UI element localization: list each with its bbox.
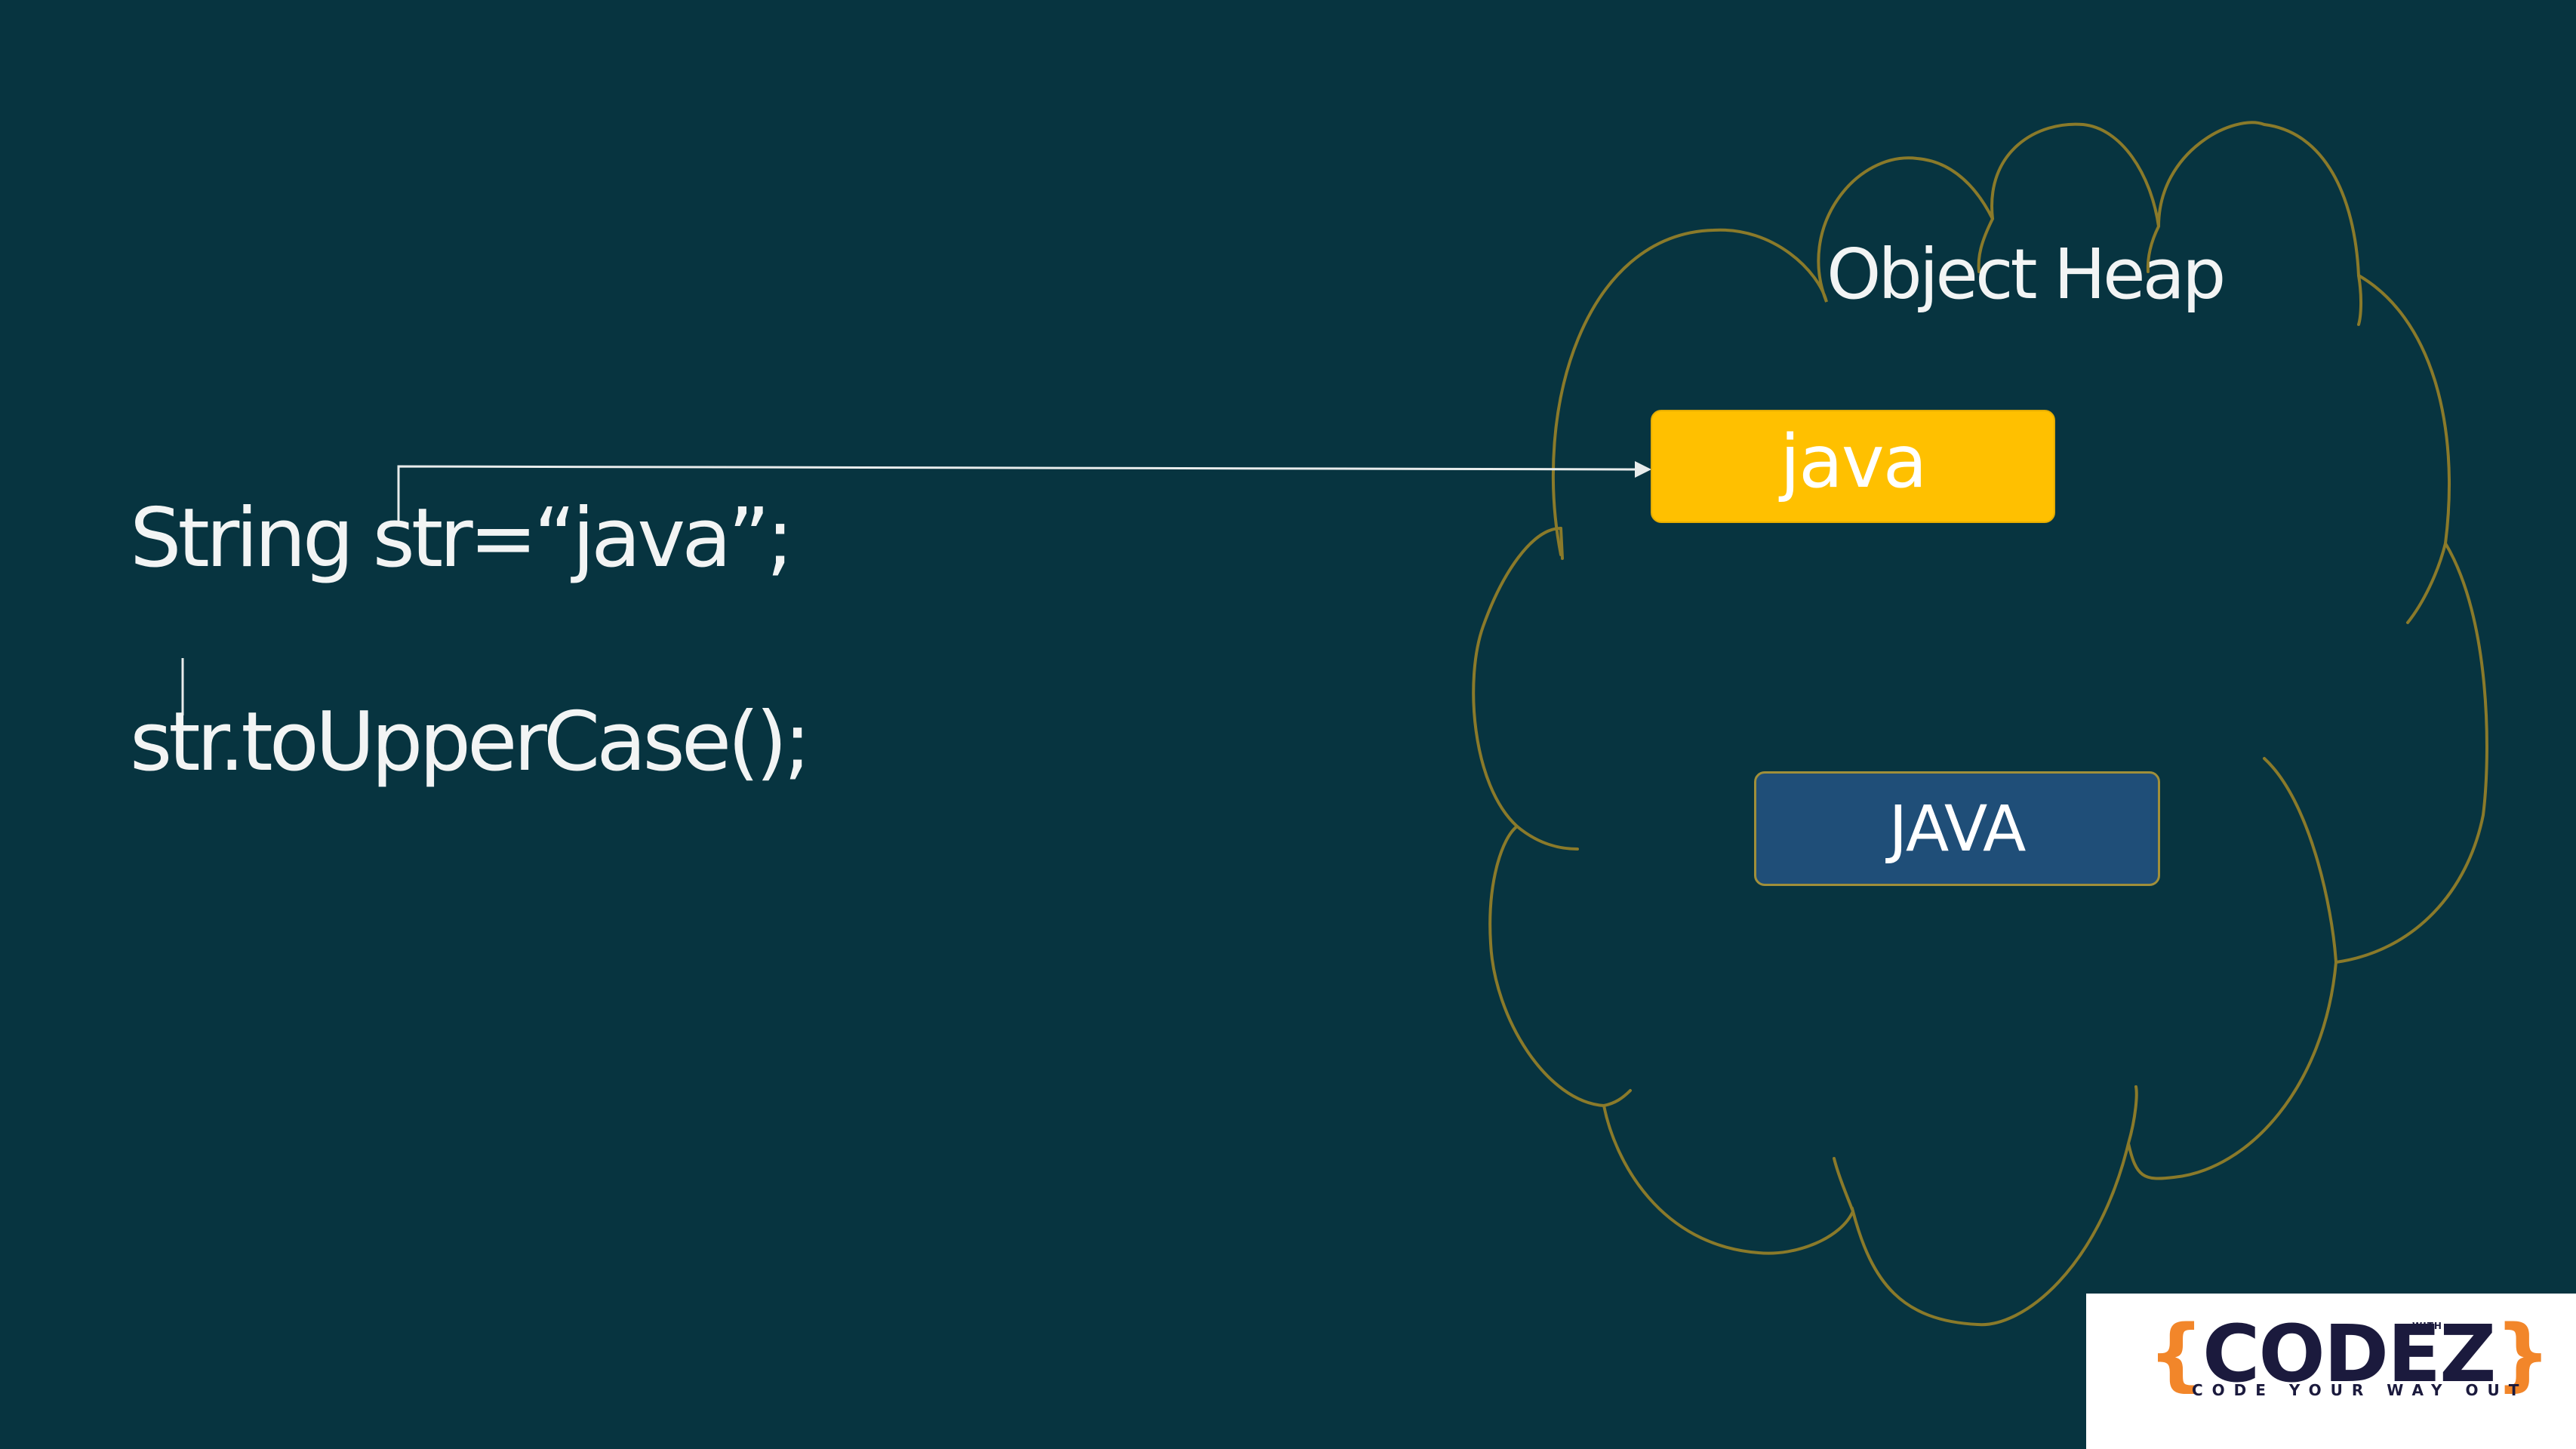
logo-open-brace: { <box>2148 1308 2204 1400</box>
heap-object-uppercase: JAVA <box>1754 771 2160 886</box>
heap-object-label: java <box>1780 420 1927 504</box>
logo-wordmark: {CODEZ} <box>2148 1315 2551 1393</box>
brand-logo: {CODEZ} WITH CODE YOUR WAY OUT <box>2086 1294 2576 1449</box>
logo-close-brace: } <box>2494 1308 2551 1400</box>
heap-title: Object Heap <box>1827 234 2226 315</box>
logo-name: CODEZ <box>2202 1308 2497 1400</box>
logo-tagline: CODE YOUR WAY OUT <box>2192 1381 2528 1399</box>
heap-object-lowercase: java <box>1651 410 2055 523</box>
code-line-method-call: str.toUpperCase(); <box>130 695 811 789</box>
arrow-line <box>397 465 1646 521</box>
object-heap-cloud <box>1472 121 2488 1327</box>
heap-object-label: JAVA <box>1888 792 2027 866</box>
code-line-declaration: String str=“java”; <box>130 491 794 586</box>
arrow-head-icon <box>1635 461 1651 478</box>
logo-superscript: WITH <box>2412 1321 2442 1331</box>
reference-arrow <box>397 461 1651 521</box>
